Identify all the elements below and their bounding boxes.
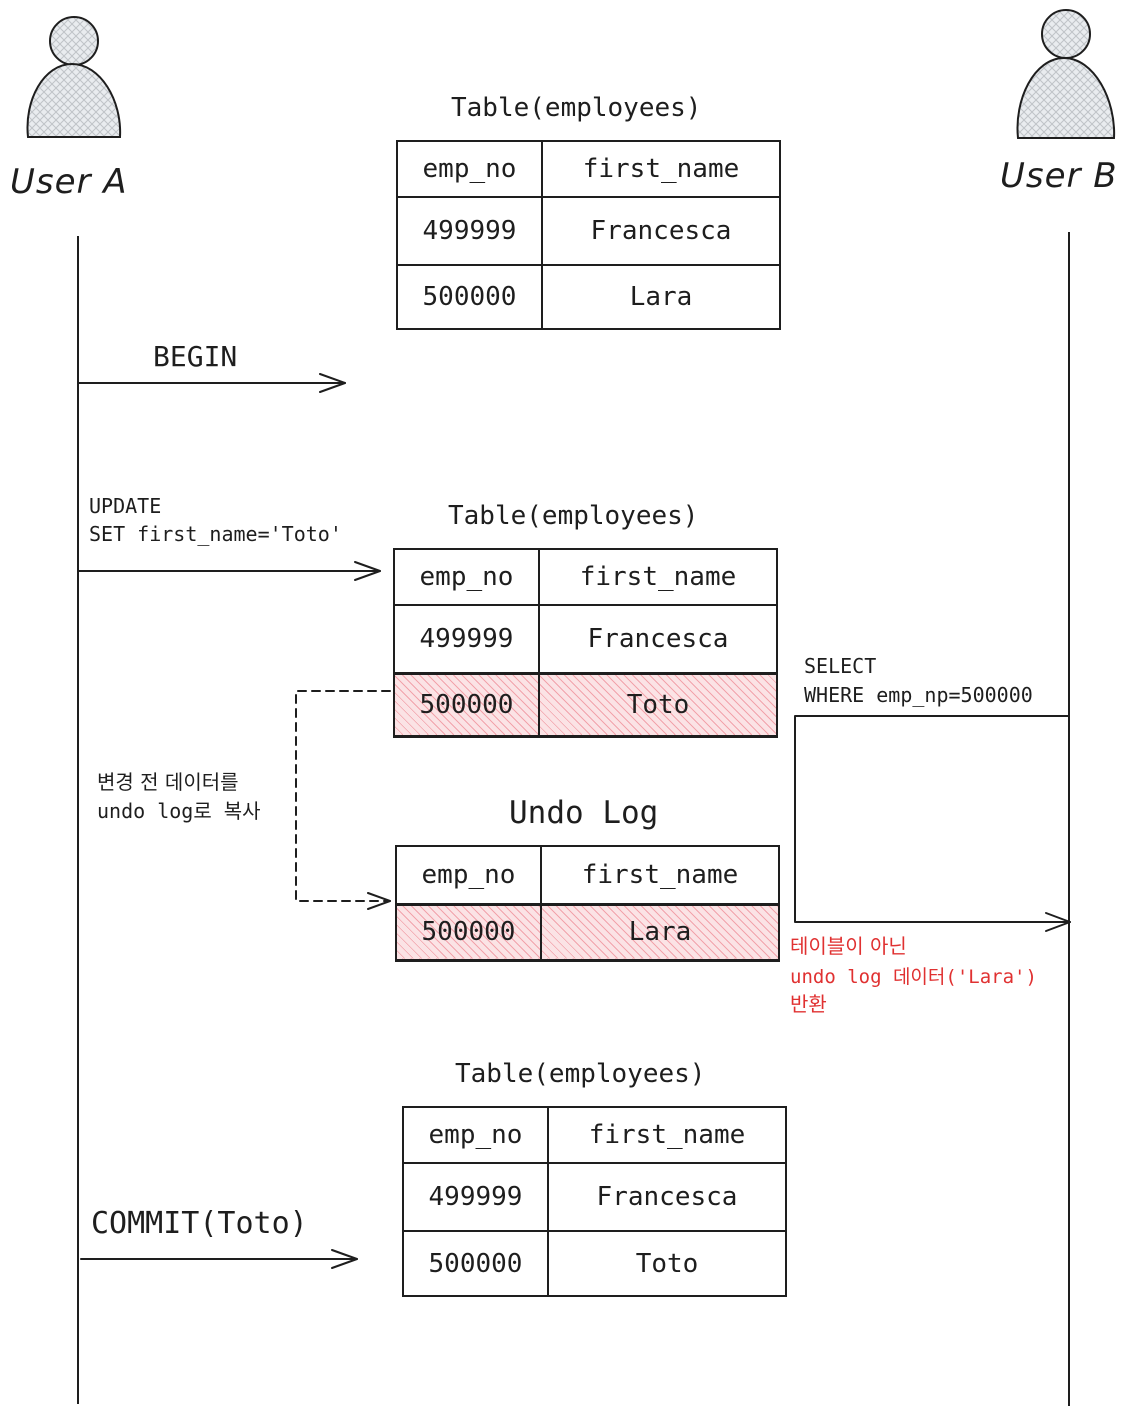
table-header-row: emp_no first_name [402,1106,787,1164]
table-row: 499999 Francesca [396,196,781,266]
table-cell: Francesca [538,604,778,674]
select-label-line2: WHERE emp_np=500000 [804,683,1033,707]
result-note-line1: 테이블이 아닌 [790,934,907,958]
table-cell: 500000 [395,902,542,962]
user-b-lifeline [1068,232,1070,1406]
table-row: 499999 Francesca [402,1162,787,1232]
user-a-label: User A [10,162,128,202]
commit-arrow [80,1249,358,1269]
header-cell: emp_no [393,548,540,606]
header-cell: emp_no [395,845,542,905]
copy-note-line1: 변경 전 데이터를 [97,770,239,794]
table-cell: 499999 [402,1162,549,1232]
undo-log-table: emp_no first_name 500000 Lara [395,845,780,962]
header-cell: emp_no [402,1106,549,1164]
update-label-line2: SET first_name='Toto' [89,522,342,546]
table-row: 500000 Lara [396,264,781,330]
table-cell: Francesca [541,196,781,266]
table-cell: Francesca [547,1162,787,1232]
header-cell: first_name [547,1106,787,1164]
begin-arrow [78,373,346,393]
undo-log-title: Undo Log [509,795,659,831]
table-row-highlighted: 500000 Lara [395,902,780,962]
committed-table-title: Table(employees) [455,1059,706,1089]
user-a-lifeline [77,236,79,1404]
updated-employees-table: emp_no first_name 499999 Francesca 50000… [393,548,778,738]
table-header-row: emp_no first_name [396,140,781,198]
table-cell: 500000 [396,264,543,330]
table-header-row: emp_no first_name [393,548,778,606]
copy-note-line2: undo log로 복사 [97,799,261,823]
table-cell: Toto [538,671,778,738]
user-a-icon [26,16,122,138]
table-row-highlighted: 500000 Toto [393,671,778,738]
update-arrow [78,561,381,581]
table-header-row: emp_no first_name [395,845,780,905]
select-label-line1: SELECT [804,654,877,678]
table-cell: 500000 [402,1230,549,1297]
initial-employees-table: emp_no first_name 499999 Francesca 50000… [396,140,781,330]
select-read-arrow [794,715,1071,932]
begin-label: BEGIN [153,340,238,373]
user-b-label: User B [1000,156,1118,196]
table-cell: 499999 [393,604,540,674]
table-row: 500000 Toto [402,1230,787,1297]
table-cell: Lara [541,264,781,330]
committed-employees-table: emp_no first_name 499999 Francesca 50000… [402,1106,787,1297]
copy-to-undo-arrow [295,690,391,910]
table-cell: 499999 [396,196,543,266]
header-cell: emp_no [396,140,543,198]
header-cell: first_name [540,845,780,905]
initial-table-title: Table(employees) [451,93,702,123]
commit-label: COMMIT(Toto) [91,1206,308,1241]
updated-table-title: Table(employees) [448,501,699,531]
header-cell: first_name [541,140,781,198]
table-cell: 500000 [393,671,540,738]
result-note-line3: 반환 [790,992,827,1016]
table-row: 499999 Francesca [393,604,778,674]
header-cell: first_name [538,548,778,606]
result-note-line2: undo log 데이터('Lara') [790,966,1037,988]
update-label-line1: UPDATE [89,494,162,518]
table-cell: Lara [540,902,780,962]
user-b-icon [1016,9,1116,139]
table-cell: Toto [547,1230,787,1297]
